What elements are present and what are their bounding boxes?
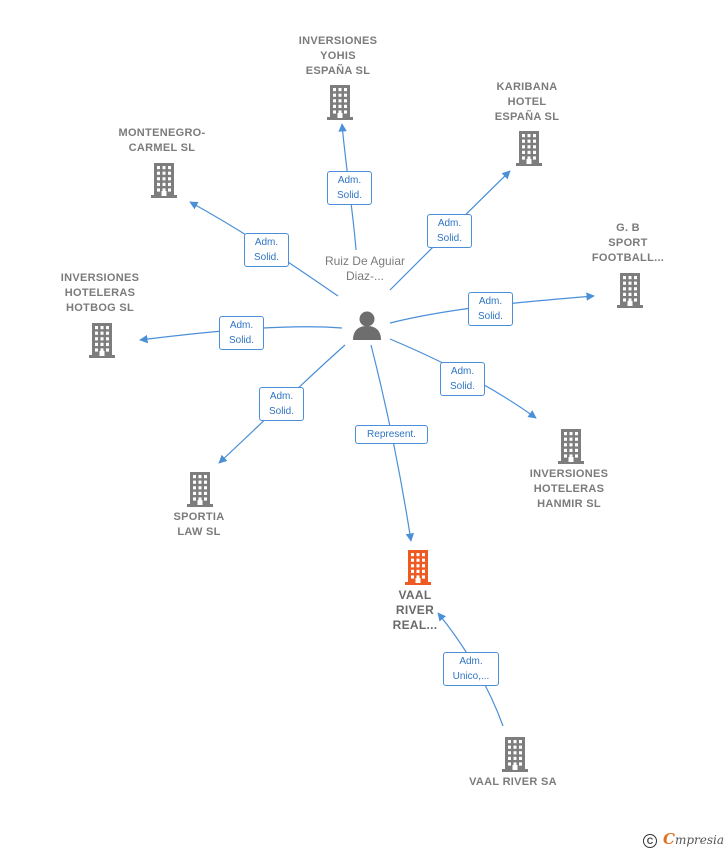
edge-label-hanmir[interactable]: Adm. Solid. — [440, 362, 485, 396]
edge-label-hotbog[interactable]: Adm. Solid. — [219, 316, 264, 350]
building-icon-vaal-sa[interactable] — [499, 736, 531, 772]
node-label-montenegro[interactable]: MONTENEGRO- CARMEL SL — [118, 127, 206, 154]
building-icon-yohis[interactable] — [324, 84, 356, 120]
edge-label-vaal-sa[interactable]: Adm. Unico,... — [443, 652, 499, 686]
building-icon-karibana[interactable] — [513, 130, 545, 166]
node-label-vaal-sa[interactable]: VAAL RIVER SA — [469, 776, 557, 788]
person-name[interactable]: Ruiz De Aguiar Diaz-... — [324, 254, 406, 283]
building-icon-hotbog[interactable] — [86, 322, 118, 358]
node-label-sportia[interactable]: SPORTIA LAW SL — [173, 511, 225, 538]
person-icon[interactable] — [351, 310, 383, 340]
building-icon-sportia[interactable] — [184, 471, 216, 507]
edge-label-montenegro[interactable]: Adm. Solid. — [244, 233, 289, 267]
brand-logo-first: C — [662, 830, 675, 848]
edge-label-yohis[interactable]: Adm. Solid. — [327, 171, 372, 205]
building-icon-montenegro[interactable] — [148, 162, 180, 198]
building-icon-gbsport[interactable] — [614, 272, 646, 308]
building-icon-hanmir[interactable] — [555, 428, 587, 464]
node-label-gbsport[interactable]: G. B SPORT FOOTBALL... — [591, 222, 665, 264]
node-label-karibana[interactable]: KARIBANA HOTEL ESPAÑA SL — [494, 81, 560, 123]
edge-label-gbsport[interactable]: Adm. Solid. — [468, 292, 513, 326]
building-icon-vaal-real[interactable] — [402, 549, 434, 585]
edge-label-vaal-real[interactable]: Represent. — [355, 425, 428, 444]
edge-label-sportia[interactable]: Adm. Solid. — [259, 387, 304, 421]
node-label-vaal-real[interactable]: VAAL RIVER REAL... — [392, 588, 438, 632]
edge-label-karibana[interactable]: Adm. Solid. — [427, 214, 472, 248]
node-label-yohis[interactable]: INVERSIONES YOHIS ESPAÑA SL — [298, 35, 378, 77]
node-label-hotbog[interactable]: INVERSIONES HOTELERAS HOTBOG SL — [60, 272, 140, 314]
node-label-hanmir[interactable]: INVERSIONES HOTELERAS HANMIR SL — [529, 468, 609, 510]
brand-logo-rest[interactable]: mpresia — [674, 833, 724, 847]
copyright-icon: C — [642, 833, 657, 848]
